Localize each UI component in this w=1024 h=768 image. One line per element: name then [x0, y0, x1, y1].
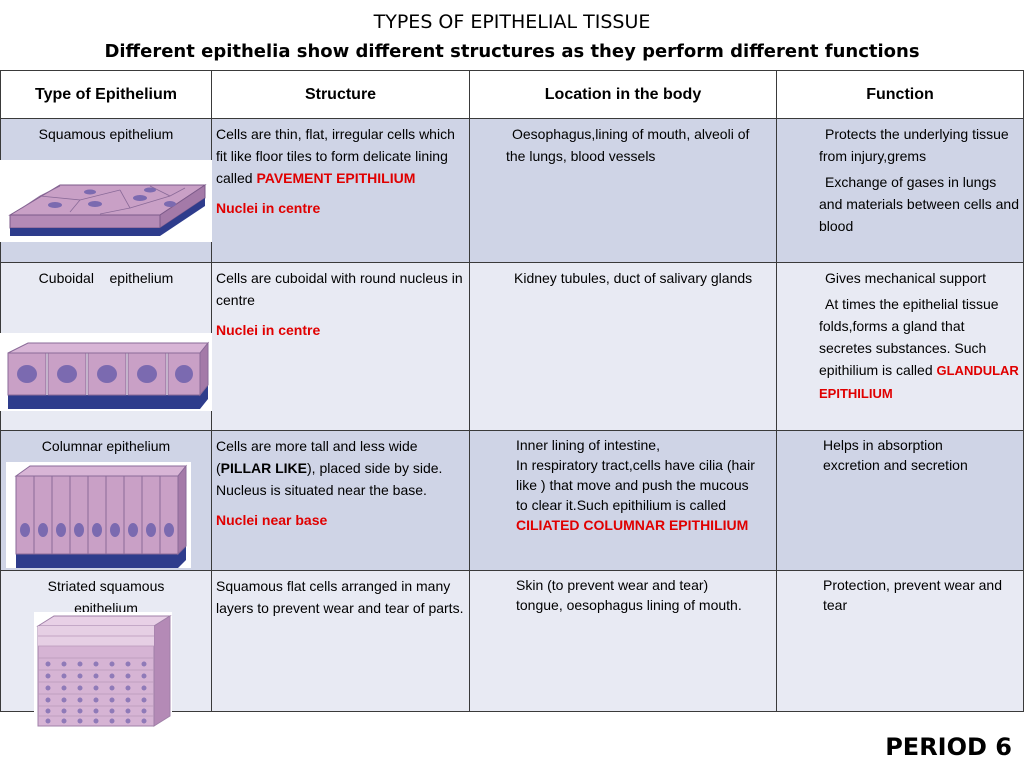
location-text: In respiratory tract,cells have cilia (h… — [516, 457, 755, 513]
striated-squamous-illustration — [34, 612, 172, 734]
function-text: Protects the underlying tissue from inju… — [819, 126, 1009, 164]
period-label: PERIOD 6 — [885, 733, 1012, 761]
location-text: Kidney tubules, duct of salivary glands — [514, 270, 753, 286]
function-text: Exchange of gases in lungs and materials… — [819, 174, 1020, 234]
header-function: Function — [776, 70, 1024, 119]
structure-cell: Cells are more tall and less wide (PILLA… — [211, 430, 470, 571]
location-text: Skin (to prevent wear and tear) tongue, … — [516, 577, 742, 613]
structure-text: Cells are thin, flat, irregular cells wh… — [216, 126, 455, 186]
location-cell: Kidney tubules, duct of salivary glands — [469, 262, 777, 431]
structure-bold: PILLAR LIKE — [220, 460, 308, 476]
header-type: Type of Epithelium — [0, 70, 212, 119]
location-highlight: CILIATED COLUMNAR EPITHILIUM — [516, 517, 749, 533]
structure-cell: Squamous flat cells arranged in many lay… — [211, 570, 470, 712]
nuclei-note: Nuclei near base — [216, 512, 328, 528]
squamous-epithelium-illustration — [0, 160, 212, 242]
type-label: Columnar epithelium — [41, 438, 171, 454]
location-cell: Skin (to prevent wear and tear) tongue, … — [469, 570, 777, 712]
header-location: Location in the body — [469, 70, 777, 119]
header-structure: Structure — [211, 70, 470, 119]
function-text: Helps in absorption excretion and secret… — [823, 437, 968, 473]
function-cell: Gives mechanical support At times the ep… — [776, 262, 1024, 431]
columnar-epithelium-illustration — [6, 462, 191, 568]
page-subtitle: Different epithelia show different struc… — [104, 41, 920, 62]
nuclei-note: Nuclei in centre — [216, 200, 321, 216]
function-cell: Helps in absorption excretion and secret… — [776, 430, 1024, 571]
type-label: Squamous epithelium — [38, 126, 174, 142]
page-title: TYPES OF EPITHELIAL TISSUE — [373, 11, 651, 33]
structure-text: ), placed side by side. Nucleus is situa… — [216, 460, 443, 498]
function-text: At times the epithelial tissue folds,for… — [819, 296, 999, 378]
type-label: Cuboidal epithelium — [38, 270, 174, 286]
function-highlight: GLANDULAR EPITHILIUM — [819, 363, 1019, 401]
structure-text: Cells are cuboidal with round nucleus in… — [216, 270, 463, 308]
structure-text: Squamous flat cells arranged in many lay… — [216, 578, 464, 616]
function-text: Gives mechanical support — [825, 270, 987, 286]
function-cell: Protects the underlying tissue from inju… — [776, 118, 1024, 263]
function-cell: Protection, prevent wear and tear — [776, 570, 1024, 712]
location-text: Oesophagus,lining of mouth, alveoli of t… — [506, 126, 750, 164]
structure-text: Cells are more tall and less wide ( — [216, 438, 418, 476]
location-cell: Oesophagus,lining of mouth, alveoli of t… — [469, 118, 777, 263]
location-text: Inner lining of intestine, — [516, 437, 660, 453]
nuclei-note: Nuclei in centre — [216, 322, 321, 338]
structure-cell: Cells are thin, flat, irregular cells wh… — [211, 118, 470, 263]
location-cell: Inner lining of intestine, In respirator… — [469, 430, 777, 571]
cuboidal-epithelium-illustration — [0, 333, 212, 411]
structure-highlight: PAVEMENT EPITHILIUM — [256, 170, 416, 186]
function-text: Protection, prevent wear and tear — [823, 577, 1002, 613]
structure-cell: Cells are cuboidal with round nucleus in… — [211, 262, 470, 431]
